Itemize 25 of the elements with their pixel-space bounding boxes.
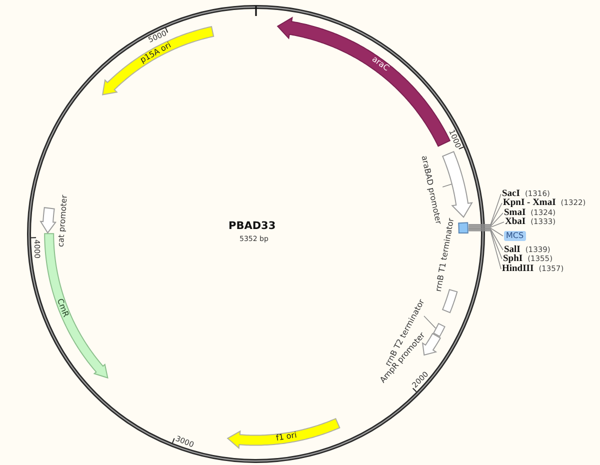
leader-line [468,202,502,226]
enzyme-name: XbaI [505,217,526,227]
leader-line [468,228,504,250]
enzyme-name: SphI [503,254,523,264]
enzyme-name: HindIII [502,264,534,274]
plasmid-name: PBAD33 [228,220,276,232]
leader-line [468,230,502,260]
feature-label: f1 ori [276,430,298,444]
leader-line [468,222,504,228]
leader-line [424,316,436,329]
leader-line [468,212,504,227]
feature-segment [442,150,472,218]
feature-block [458,222,469,234]
enzyme-name: SmaI [504,208,526,218]
feature-label: araC [370,54,392,74]
feature-label: CmR [54,297,72,319]
leader-line [468,230,502,270]
feature-label: cat promoter [56,194,70,248]
enzyme-name: SacI [502,189,520,199]
leader-line [468,194,502,225]
leader-line [468,228,504,236]
enzyme-name: SalI [504,245,520,255]
feature-block [432,323,446,338]
enzyme-name: KpnI - XmaI [503,198,556,208]
region-tag: MCS [504,231,526,241]
